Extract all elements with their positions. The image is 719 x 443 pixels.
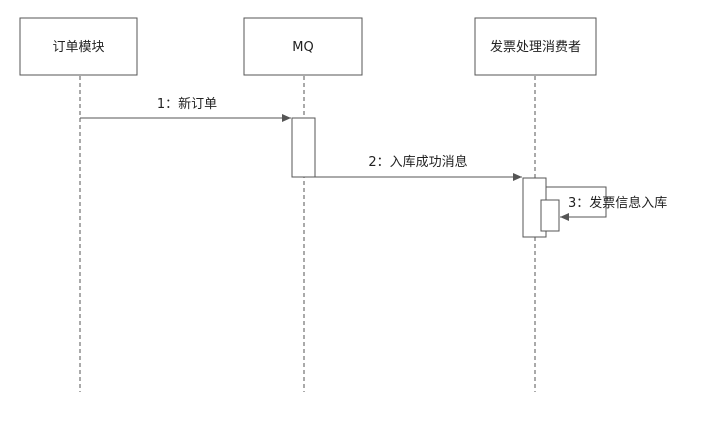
activation-consumer-nested: [540, 199, 560, 232]
message-arrow-3: [546, 186, 607, 221]
participant-mq: MQ: [243, 17, 363, 76]
participant-order-label: 订单模块: [52, 40, 104, 55]
participant-order: 订单模块: [19, 17, 138, 76]
message-label-1: 1：新订单: [157, 96, 217, 112]
message-label-3: 3：发票信息入库: [568, 195, 667, 211]
message-label-2: 2：入库成功消息: [368, 154, 467, 170]
participant-consumer: 发票处理消费者: [474, 17, 597, 76]
activation-mq: [291, 117, 316, 178]
participant-consumer-label: 发票处理消费者: [490, 39, 581, 55]
participant-mq-label: MQ: [292, 40, 313, 55]
